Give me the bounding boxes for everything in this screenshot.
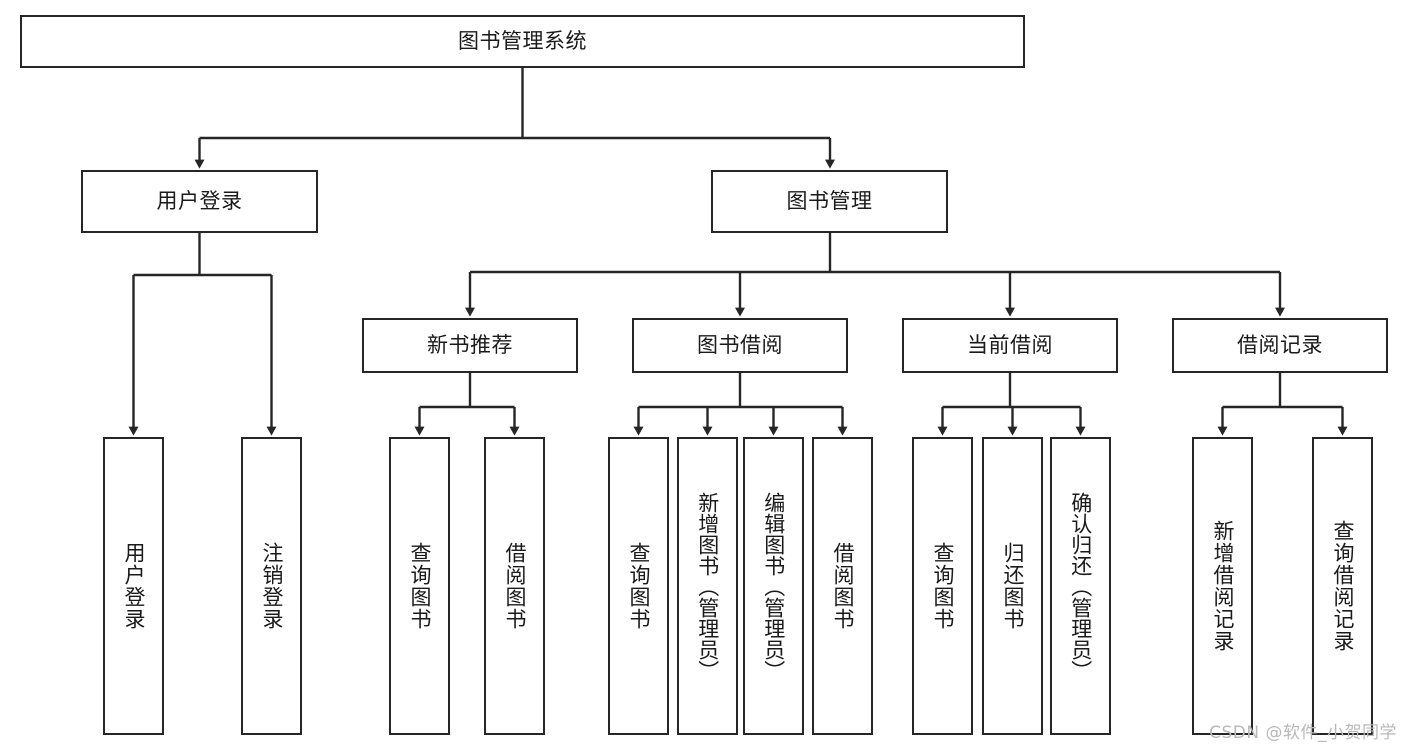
- node-new-book-recommend[interactable]: 新书推荐: [362, 318, 578, 373]
- node-book-borrow-label: 图书借阅: [697, 332, 783, 357]
- node-borrow-record-label: 借阅记录: [1237, 332, 1323, 357]
- node-leaf-query-record-label: 查询借阅记录: [1330, 520, 1355, 652]
- node-leaf-user-login[interactable]: 用户登录: [103, 437, 164, 735]
- node-book-manage[interactable]: 图书管理: [711, 170, 948, 233]
- node-leaf-user-login-label: 用户登录: [121, 542, 146, 630]
- node-book-borrow[interactable]: 图书借阅: [632, 318, 848, 373]
- node-leaf-query-book-3[interactable]: 查询图书: [912, 437, 973, 735]
- node-book-manage-label: 图书管理: [786, 188, 873, 213]
- node-leaf-edit-book[interactable]: 编辑图书（管理员）: [743, 437, 804, 735]
- node-leaf-borrow-book-1-label: 借阅图书: [502, 542, 527, 630]
- node-leaf-confirm-return[interactable]: 确认归还（管理员）: [1050, 437, 1111, 735]
- node-new-book-recommend-label: 新书推荐: [427, 332, 513, 357]
- node-leaf-edit-book-label: 编辑图书（管理员）: [761, 491, 786, 681]
- node-borrow-record[interactable]: 借阅记录: [1172, 318, 1388, 373]
- node-leaf-logout[interactable]: 注销登录: [241, 437, 302, 735]
- node-leaf-add-book[interactable]: 新增图书（管理员）: [677, 437, 738, 735]
- node-leaf-return-book-label: 归还图书: [1000, 542, 1025, 630]
- node-leaf-borrow-book-1[interactable]: 借阅图书: [484, 437, 545, 735]
- node-leaf-return-book[interactable]: 归还图书: [982, 437, 1043, 735]
- node-leaf-query-record[interactable]: 查询借阅记录: [1312, 437, 1373, 735]
- node-leaf-borrow-book-2[interactable]: 借阅图书: [812, 437, 873, 735]
- node-leaf-borrow-book-2-label: 借阅图书: [830, 542, 855, 630]
- node-leaf-query-book-1-label: 查询图书: [407, 542, 432, 630]
- node-root[interactable]: 图书管理系统: [20, 15, 1025, 68]
- node-user-login[interactable]: 用户登录: [81, 170, 318, 233]
- node-current-borrow-label: 当前借阅: [967, 332, 1053, 357]
- node-leaf-query-book-2-label: 查询图书: [626, 542, 651, 630]
- node-user-login-label: 用户登录: [156, 188, 243, 213]
- node-leaf-query-book-2[interactable]: 查询图书: [608, 437, 669, 735]
- node-current-borrow[interactable]: 当前借阅: [902, 318, 1118, 373]
- node-leaf-add-record[interactable]: 新增借阅记录: [1192, 437, 1253, 735]
- node-leaf-logout-label: 注销登录: [259, 542, 284, 630]
- node-leaf-query-book-1[interactable]: 查询图书: [389, 437, 450, 735]
- node-leaf-add-book-label: 新增图书（管理员）: [695, 491, 720, 681]
- node-leaf-add-record-label: 新增借阅记录: [1210, 520, 1235, 652]
- node-leaf-confirm-return-label: 确认归还（管理员）: [1068, 491, 1093, 681]
- watermark: CSDN @软件_小贺同学: [1209, 723, 1397, 743]
- node-leaf-query-book-3-label: 查询图书: [930, 542, 955, 630]
- node-root-label: 图书管理系统: [458, 28, 587, 53]
